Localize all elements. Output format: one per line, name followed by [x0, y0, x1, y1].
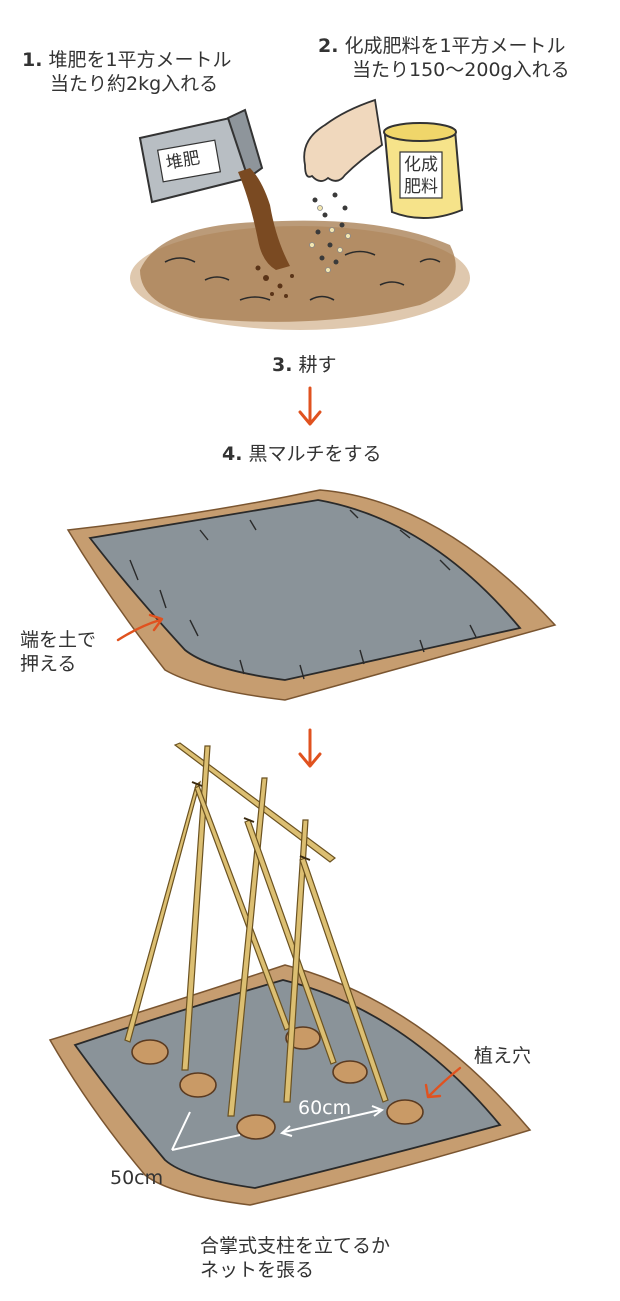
- mulch-note-arrow: [116, 613, 164, 642]
- compost-stream: [238, 168, 290, 270]
- spacing-col-label: 50cm: [110, 1167, 164, 1189]
- step1-number: 1.: [22, 49, 43, 71]
- step2-line1: 化成肥料を1平方メートル: [344, 35, 566, 57]
- spacing-arrow-60cm: [279, 1105, 385, 1137]
- soil-bed-inner: [140, 220, 456, 322]
- planting-hole: [332, 1060, 368, 1084]
- step2-number: 2.: [318, 35, 339, 57]
- planting-hole: [386, 1099, 424, 1125]
- step2-line2: 当たり150〜200g入れる: [352, 59, 570, 81]
- planting-hole: [131, 1039, 169, 1065]
- spacing-arrow-50cm: [171, 1111, 241, 1151]
- step1-line2: 当たり約2kg入れる: [50, 73, 219, 95]
- planting-hole: [236, 1114, 276, 1140]
- step2-label: 2.化成肥料を1平方メートル: [318, 34, 566, 58]
- step4-number: 4.: [222, 443, 243, 465]
- step4-text: 黒マルチをする: [248, 443, 382, 465]
- soil-prep-illustration: [130, 98, 470, 330]
- step3-text: 耕す: [298, 354, 337, 376]
- mulch-note-line1: 端を土で: [20, 629, 97, 651]
- step4-label: 4.黒マルチをする: [222, 442, 381, 466]
- step3-label: 3.耕す: [272, 353, 336, 377]
- step3-number: 3.: [272, 354, 293, 376]
- hole-label: 植え穴: [474, 1045, 532, 1067]
- step1-line1: 堆肥を1平方メートル: [48, 49, 232, 71]
- fertilizer-bag: [383, 122, 464, 220]
- fertilizer-granules: [312, 192, 348, 265]
- hand: [303, 98, 383, 182]
- mulch-note-line2: 押える: [20, 653, 77, 675]
- compost-bag: [138, 108, 264, 204]
- planting-hole: [179, 1072, 217, 1098]
- step1-label: 1.堆肥を1平方メートル: [22, 48, 232, 72]
- mulch-bed-illustration: [66, 489, 557, 701]
- fertilizer-bag-label-2: 肥料: [404, 177, 438, 197]
- support-poles: [124, 742, 389, 1117]
- spacing-row-label: 60cm: [298, 1097, 352, 1119]
- arrow-down-icon: [298, 386, 322, 426]
- caption-line1: 合掌式支柱を立てるか: [200, 1235, 391, 1257]
- arrow-down-icon: [298, 728, 322, 768]
- hole-label-arrow: [424, 1066, 462, 1099]
- fertilizer-bag-label-1: 化成: [404, 155, 438, 175]
- caption-line2: ネットを張る: [200, 1259, 315, 1281]
